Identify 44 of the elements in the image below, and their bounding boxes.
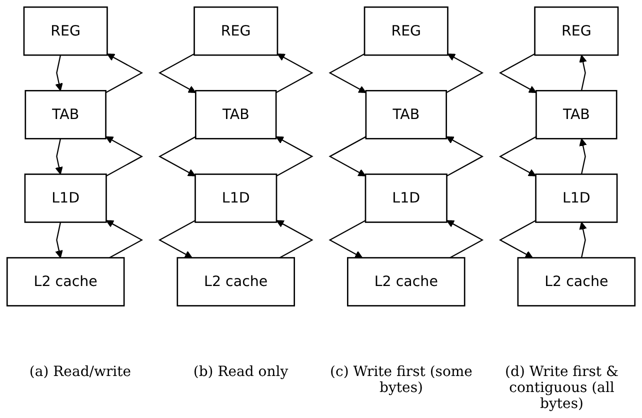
node-box: REG bbox=[23, 6, 108, 56]
arrow bbox=[276, 136, 314, 176]
panel-caption: (c) Write first (some bytes) bbox=[329, 364, 474, 398]
node-box: TAB bbox=[536, 90, 618, 140]
arrow bbox=[105, 136, 144, 176]
node-box: TAB bbox=[365, 90, 447, 140]
panel-caption: (d) Write first & contiguous (all bytes) bbox=[504, 364, 620, 412]
arrow bbox=[498, 220, 536, 258]
arrow bbox=[158, 136, 196, 176]
arrow bbox=[276, 220, 314, 258]
node-box: L2 cache bbox=[347, 257, 466, 306]
node-box: L1D bbox=[24, 174, 107, 223]
arrow bbox=[446, 220, 484, 258]
arrow bbox=[276, 54, 314, 94]
arrow bbox=[158, 53, 196, 93]
arrow bbox=[106, 220, 144, 258]
node-box: REG bbox=[194, 6, 278, 56]
node-box: L2 cache bbox=[6, 257, 125, 306]
arrow bbox=[579, 54, 587, 91]
node-box: L1D bbox=[364, 174, 448, 223]
panel-caption: (a) Read/write bbox=[28, 364, 132, 382]
node-box: L2 cache bbox=[176, 257, 295, 306]
arrow bbox=[446, 136, 484, 176]
arrow bbox=[579, 138, 587, 174]
arrow bbox=[498, 53, 537, 93]
arrow bbox=[55, 54, 63, 92]
node-box: REG bbox=[364, 6, 448, 56]
arrow bbox=[446, 54, 484, 94]
node-box: REG bbox=[534, 6, 619, 56]
node-box: L1D bbox=[535, 174, 618, 223]
arrow bbox=[328, 220, 366, 258]
node-box: L2 cache bbox=[517, 257, 636, 306]
arrow bbox=[106, 54, 144, 94]
node-box: L1D bbox=[194, 174, 278, 223]
arrow bbox=[55, 138, 63, 175]
arrow bbox=[55, 222, 63, 258]
arrow bbox=[579, 222, 587, 258]
panel-caption: (b) Read only bbox=[192, 364, 290, 382]
arrow bbox=[158, 220, 196, 258]
arrow bbox=[328, 136, 366, 176]
arrow bbox=[328, 53, 366, 93]
arrow bbox=[498, 136, 536, 176]
node-box: TAB bbox=[195, 90, 277, 140]
node-box: TAB bbox=[24, 90, 106, 140]
